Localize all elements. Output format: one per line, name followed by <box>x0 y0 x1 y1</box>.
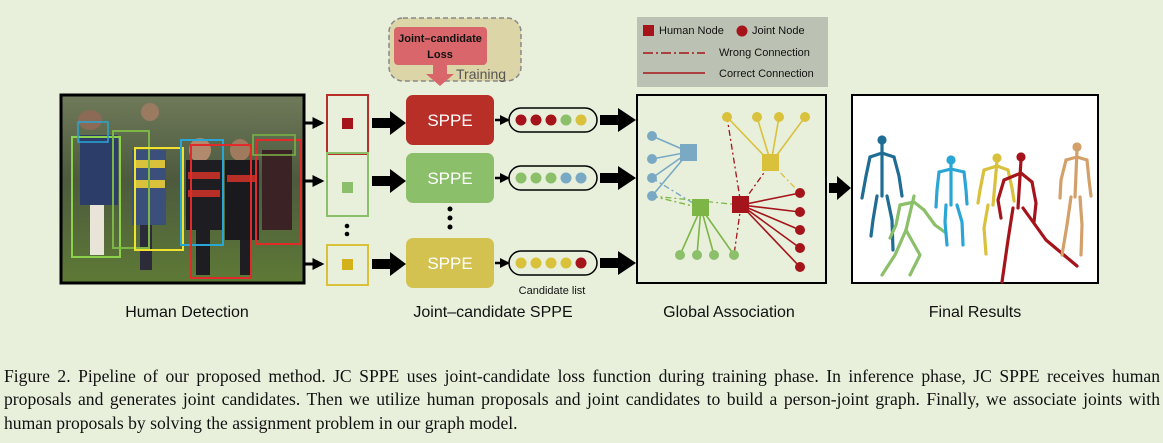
legend: Human Node Joint Node Wrong Connection C… <box>637 17 828 87</box>
arrows-to-proposals <box>305 117 325 270</box>
candidate-list-yellow <box>508 250 598 276</box>
candidate-list-red <box>508 107 598 133</box>
human-node-legend-icon <box>643 25 654 36</box>
association-graph <box>636 94 827 284</box>
sppe-label: SPPE <box>427 111 472 130</box>
human-proposal-green <box>326 152 369 217</box>
label-global-association: Global Association <box>663 304 795 321</box>
legend-human-node: Human Node <box>659 25 724 37</box>
legend-correct: Correct Connection <box>719 68 814 80</box>
sppe-ellipsis <box>447 206 453 230</box>
final-results-panel <box>851 94 1099 284</box>
human-proposal-red <box>326 94 369 155</box>
sppe-label: SPPE <box>427 254 472 273</box>
joint-node-legend-icon <box>736 25 748 37</box>
sppe-block-red: SPPE <box>406 95 494 145</box>
legend-joint-node: Joint Node <box>752 25 805 37</box>
arrows-to-association <box>600 108 636 275</box>
arrows-to-candidates <box>495 115 510 268</box>
sppe-block-green: SPPE <box>406 153 494 203</box>
label-human-detection: Human Detection <box>125 304 249 321</box>
candidate-list-green <box>508 165 598 191</box>
candidate-list-label: Candidate list <box>519 285 586 297</box>
training-box: Joint–candidate Loss Training <box>388 17 522 86</box>
loss-label-line2: Loss <box>427 49 453 61</box>
detection-photo <box>59 93 306 285</box>
label-joint-candidate-sppe: Joint–candidate SPPE <box>413 304 572 321</box>
pipeline-figure: Joint–candidate Loss Training SPPE SPPE … <box>59 17 1099 321</box>
figure-caption: Figure 2. Pipeline of our proposed metho… <box>4 365 1160 435</box>
arrow-to-results <box>829 176 851 200</box>
loss-label-line1: Joint–candidate <box>398 33 482 45</box>
arrows-to-sppe <box>372 111 406 276</box>
sppe-block-yellow: SPPE <box>406 238 494 288</box>
sppe-label: SPPE <box>427 169 472 188</box>
proposal-ellipsis <box>344 223 350 237</box>
human-proposal-yellow <box>326 244 369 286</box>
label-final-results: Final Results <box>929 304 1021 321</box>
training-down-arrow <box>426 65 454 86</box>
training-label: Training <box>456 66 506 82</box>
caption-text: Figure 2. Pipeline of our proposed metho… <box>4 366 1160 433</box>
legend-wrong: Wrong Connection <box>719 47 810 59</box>
